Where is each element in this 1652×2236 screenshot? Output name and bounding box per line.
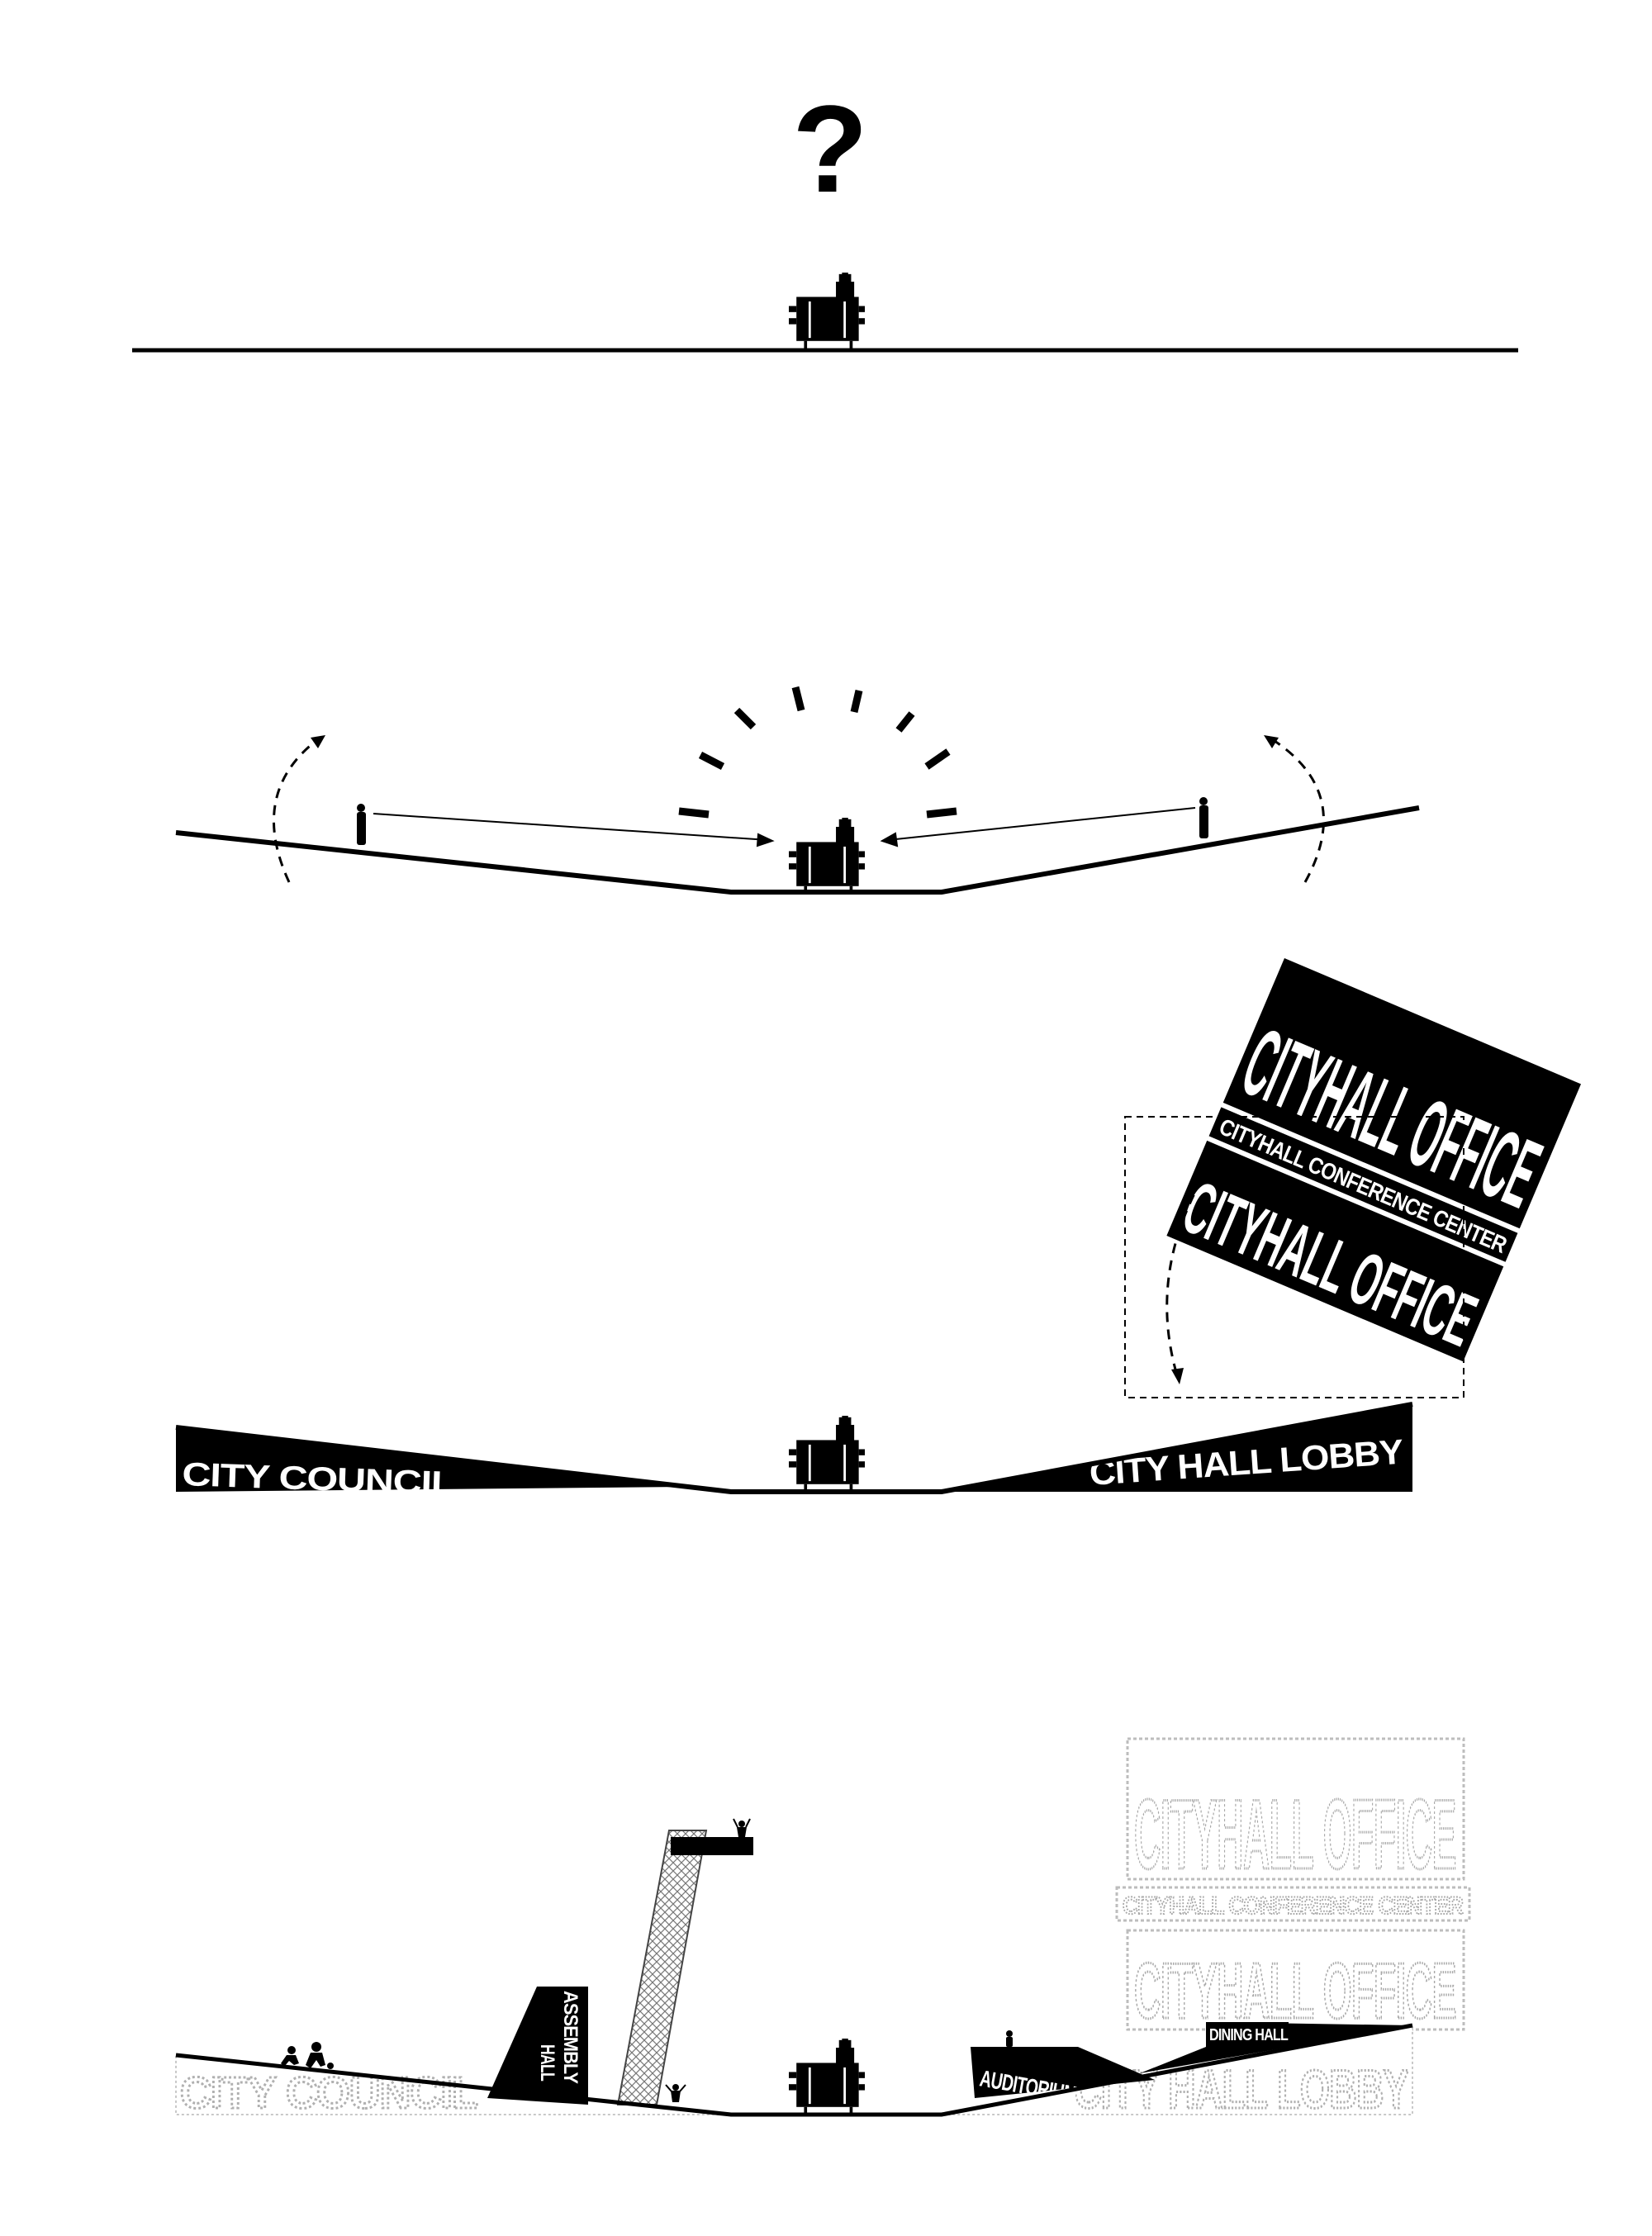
dining-hall-block <box>1206 2022 1289 2047</box>
label-city-council: CITY COUNCIL <box>180 2068 477 2118</box>
rotated-office-block: CITYHALL OFFICE CITYHALL CONFERENCE CENT… <box>1166 958 1581 1362</box>
radiance-icon <box>678 686 957 819</box>
soccer-player-icon <box>281 2046 299 2067</box>
valley-ground-line <box>175 805 1420 895</box>
tower-platform <box>671 1837 753 1855</box>
person-icon <box>1006 2030 1013 2047</box>
rotate-arrow-icon <box>273 738 1325 883</box>
panel-3: CITYHALL OFFICE CITYHALL CONFERENCE CENT… <box>175 958 1581 1503</box>
label-city-hall-lobby: CITY HALL LOBBY <box>1074 2058 1408 2120</box>
ghost-office-stack: CITYHALL OFFICE CITYHALL CONFERENCE CENT… <box>1115 1737 1471 2037</box>
arrowhead-icon <box>1171 1368 1184 1384</box>
label-cityhall-office-top: CITYHALL OFFICE <box>1134 1779 1456 1890</box>
city-hall-building-icon <box>789 2039 865 2115</box>
person-icon <box>665 2084 686 2102</box>
person-icon <box>357 804 366 845</box>
arrowhead-icon <box>311 735 1279 748</box>
panel-1: ? <box>132 79 1518 353</box>
panel-2 <box>175 686 1420 895</box>
person-icon <box>1199 797 1208 838</box>
soccer-player-icon <box>306 2042 334 2069</box>
city-hall-building-icon <box>789 1416 865 1492</box>
label-hall: HALL <box>536 2044 558 2081</box>
city-hall-building-icon <box>789 273 865 349</box>
label-cityhall-office-bottom: CITYHALL OFFICE <box>1134 1947 1456 2035</box>
label-cityhall-conference-center: CITYHALL CONFERENCE CENTER <box>1123 1892 1464 1920</box>
label-assembly: ASSEMBLY <box>559 1991 582 2084</box>
valley-ground-line <box>175 1402 1413 1494</box>
drop-arrow-icon <box>1165 1179 1203 1376</box>
assembly-hall-wedge <box>487 1987 588 2105</box>
sightline-arrow-icon <box>373 807 1196 847</box>
label-dining-hall: DINING HALL <box>1209 2026 1289 2044</box>
panel-4: CITYHALL OFFICE CITYHALL CONFERENCE CENT… <box>175 1737 1471 2121</box>
auditorium-wedge <box>971 2047 1155 2098</box>
question-mark: ? <box>792 79 868 218</box>
valley-ground-line <box>175 2023 1413 2117</box>
target-outline <box>1124 1116 1464 1398</box>
city-hall-building-icon <box>789 818 865 894</box>
viewing-tower <box>616 1830 708 2105</box>
person-icon <box>733 1818 751 1837</box>
